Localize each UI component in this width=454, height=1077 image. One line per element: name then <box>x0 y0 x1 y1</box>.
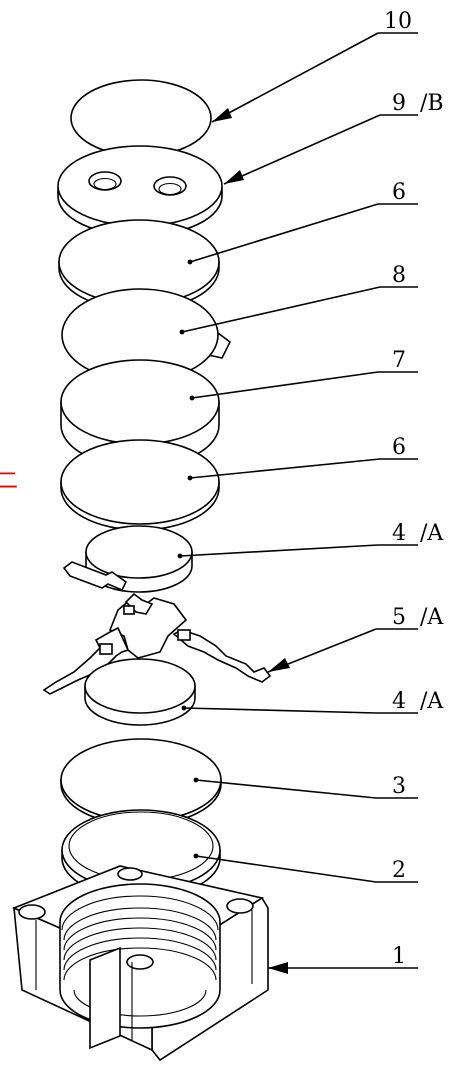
part-9-perforated-plate <box>57 145 223 237</box>
callout-4-lower-number: 4 <box>392 689 406 714</box>
callout-5-number: 5 <box>392 605 406 630</box>
callout-4-upper-number: 4 <box>392 521 406 546</box>
callout-3-number: 3 <box>392 774 406 799</box>
callout-4-lower-suffix: /A <box>420 689 444 714</box>
part-10-top-disc <box>70 79 212 157</box>
edge-mark: 二 <box>0 469 18 494</box>
callout-8-number: 8 <box>392 263 406 288</box>
callout-4-upper-suffix: /A <box>420 521 444 546</box>
callout-6-lower-number: 6 <box>392 435 406 460</box>
part-4-lower-small-disc <box>84 658 196 726</box>
callout-10-number: 10 <box>384 9 412 34</box>
callout-6-upper-number: 6 <box>392 180 406 205</box>
callout-2-number: 2 <box>392 858 406 883</box>
callout-labels: 10 9 /B 6 8 7 6 4 /A 5 /A 4 /A 3 2 1 <box>384 9 444 969</box>
callout-9-suffix: /B <box>420 91 444 116</box>
part-5-electrode-plate <box>42 561 272 695</box>
callout-7-number: 7 <box>392 348 406 373</box>
callout-1-number: 1 <box>392 944 406 969</box>
callout-5-suffix: /A <box>420 605 444 630</box>
part-1-threaded-base <box>11 865 269 1062</box>
callout-9-number: 9 <box>392 91 406 116</box>
leader-lines <box>177 32 418 974</box>
part-3-disc <box>60 738 222 826</box>
part-6-lower-disc <box>60 439 220 531</box>
